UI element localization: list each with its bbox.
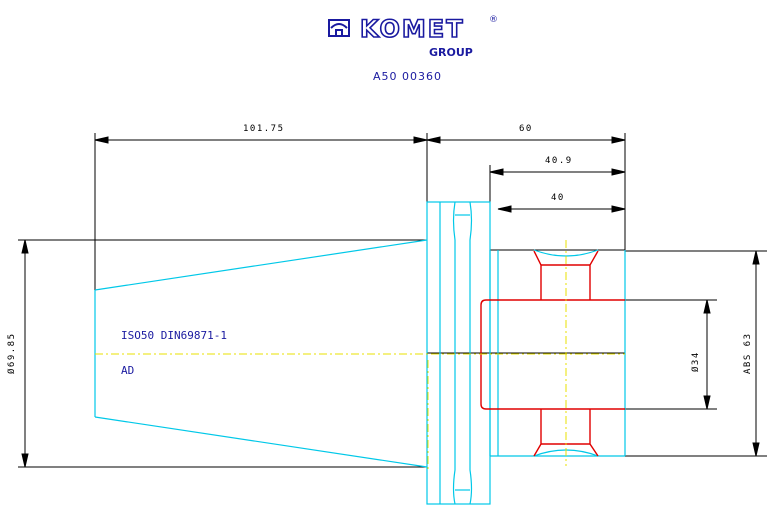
center-lines xyxy=(95,240,625,470)
dim-40-9: 40.9 xyxy=(545,156,573,166)
part-number: A50 00360 xyxy=(373,70,442,83)
brand-group: GROUP xyxy=(429,46,473,59)
dim-40: 40 xyxy=(551,193,565,203)
dim-diameter-34: Ø34 xyxy=(690,351,701,372)
dimension-lines xyxy=(18,133,767,468)
dim-abs-63: ABS 63 xyxy=(743,332,753,374)
dimension-labels: 101.75 60 40.9 40 Ø69.85 Ø34 ABS 63 xyxy=(6,124,753,374)
brand-registered: ® xyxy=(489,15,498,25)
komet-logo: KOMET ® GROUP xyxy=(328,14,498,59)
standard-label: ISO50 DIN69871-1 xyxy=(121,329,227,342)
brand-name: KOMET xyxy=(360,15,465,43)
komet-logo-icon xyxy=(328,19,350,37)
dim-diameter-69-85: Ø69.85 xyxy=(6,332,17,374)
variant-label: AD xyxy=(121,364,134,377)
dim-60: 60 xyxy=(519,124,533,134)
dim-101-75: 101.75 xyxy=(243,124,285,134)
